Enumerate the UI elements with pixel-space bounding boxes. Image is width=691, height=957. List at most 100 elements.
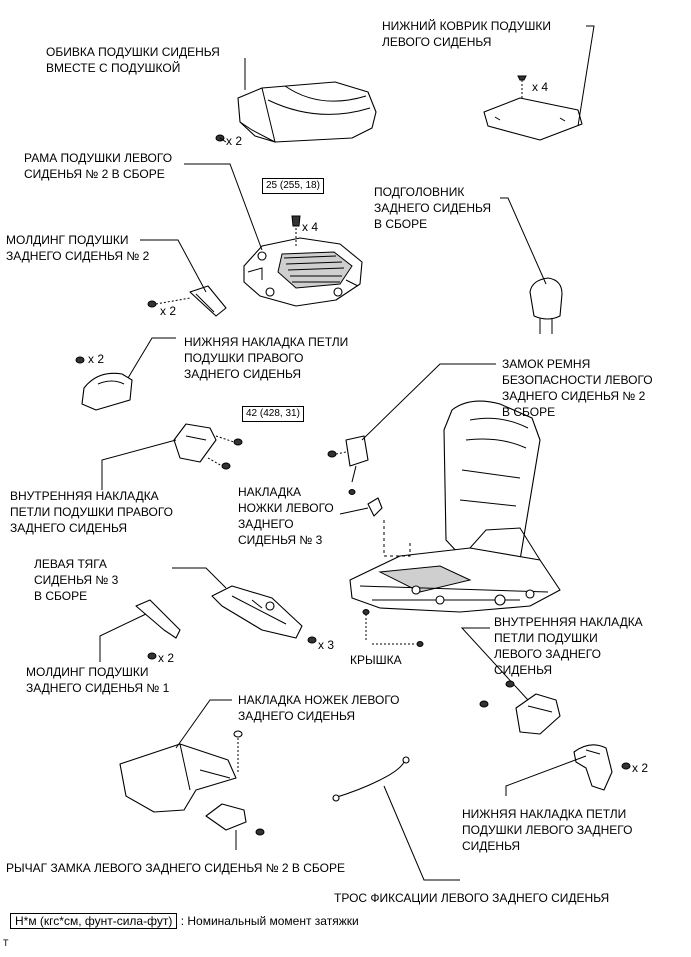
bolt-lock-lever <box>255 828 265 836</box>
headrest-text: ПОДГОЛОВНИК ЗАДНЕГО СИДЕНЬЯ В СБОРЕ <box>374 185 492 231</box>
label-lower-hinge-left: НИЖНЯЯ НАКЛАДКА ПЕТЛИ ПОДУШКИ ЛЕВОГО ЗАД… <box>462 806 632 854</box>
label-lock-lever: РЫЧАГ ЗАМКА ЛЕВОГО ЗАДНЕГО СИДЕНЬЯ № 2 В… <box>6 860 345 876</box>
lower-hinge-cover-right-part <box>81 372 133 411</box>
legend: Н*м (кгс*см, фунт-сила-фут) : Номинальны… <box>10 913 359 929</box>
label-cover: КРЫШКА <box>350 652 402 668</box>
headrest-part <box>529 277 563 334</box>
leg-cover-left-part <box>119 743 237 813</box>
clip-lower-hinge-left <box>621 762 631 770</box>
figure-code: T <box>3 938 9 948</box>
dash-buckle <box>335 451 347 455</box>
leader-molding-1 <box>99 613 147 662</box>
label-cushion-frame: РАМА ПОДУШКИ ЛЕВОГО СИДЕНЬЯ № 2 В СБОРЕ <box>24 150 172 182</box>
leg-cover-left-text: НАКЛАДКА НОЖЕК ЛЕВОГО ЗАДНЕГО СИДЕНЬЯ <box>238 693 400 723</box>
clip-lower-hinge-right <box>75 356 85 364</box>
seat-back-part <box>443 400 541 569</box>
inner-hinge-cover-left-part <box>515 693 561 735</box>
clip-cover-2 <box>416 641 424 647</box>
leader-lock-cable <box>383 785 460 881</box>
leg-cover-3-text: НАКЛАДКА НОЖКИ ЛЕВОГО ЗАДНЕГО СИДЕНЬЯ № … <box>238 485 334 547</box>
molding-2-part <box>189 285 227 317</box>
label-molding-2: МОЛДИНГ ПОДУШКИ ЗАДНЕГО СИДЕНЬЯ № 2 <box>6 232 149 264</box>
clip-inner-right-2 <box>221 462 231 470</box>
clip-inner-left-2 <box>505 680 515 688</box>
lock-cable-text: ТРОС ФИКСАЦИИ ЛЕВОГО ЗАДНЕГО СИДЕНЬЯ <box>334 891 610 905</box>
lock-lever-part <box>205 803 247 831</box>
lower-mat-part <box>483 97 583 141</box>
qty-cushion-frame: x 4 <box>302 220 319 234</box>
torque-buckle-bolt: 42 (428, 31) <box>242 406 304 422</box>
label-headrest: ПОДГОЛОВНИК ЗАДНЕГО СИДЕНЬЯ В СБОРЕ <box>374 184 491 232</box>
leader-leg-cover-left <box>175 699 232 749</box>
legend-description: : Номинальный момент затяжки <box>180 914 359 928</box>
qty-molding-1: x 2 <box>158 651 175 665</box>
label-seatbelt-buckle: ЗАМОК РЕМНЯ БЕЗОПАСНОСТИ ЛЕВОГО ЗАДНЕГО … <box>502 356 653 420</box>
qty-molding-2: x 2 <box>160 304 177 318</box>
label-leg-cover-left: НАКЛАДКА НОЖЕК ЛЕВОГО ЗАДНЕГО СИДЕНЬЯ <box>238 692 400 724</box>
qty-lower-mat: x 4 <box>532 80 549 94</box>
clip-cushion-cover <box>215 134 227 143</box>
dash-molding-2 <box>155 297 191 305</box>
molding-1-part <box>135 599 181 639</box>
label-lock-cable: ТРОС ФИКСАЦИИ ЛЕВОГО ЗАДНЕГО СИДЕНЬЯ <box>334 890 609 906</box>
leader-lower-hinge-left <box>505 755 587 796</box>
clip-inner-right-1 <box>233 438 243 446</box>
clip-molding-2 <box>147 300 157 308</box>
cushion-cover-part <box>237 81 377 143</box>
lower-mat-text: НИЖНИЙ КОВРИК ПОДУШКИ ЛЕВОГО СИДЕНЬЯ <box>382 19 551 49</box>
leg-cover-3-part <box>367 497 383 517</box>
leader-inner-hinge-left <box>460 627 529 701</box>
inner-hinge-left-text: ВНУТРЕННЯЯ НАКЛАДКА ПЕТЛИ ПОДУШКИ ЛЕВОГО… <box>494 615 643 677</box>
qty-cushion-cover: x 2 <box>226 134 243 148</box>
molding-2-text: МОЛДИНГ ПОДУШКИ ЗАДНЕГО СИДЕНЬЯ № 2 <box>6 233 150 263</box>
inner-hinge-right-text: ВНУТРЕННЯЯ НАКЛАДКА ПЕТЛИ ПОДУШКИ ПРАВОГ… <box>10 489 173 535</box>
inner-hinge-cover-right-part <box>173 423 217 463</box>
cushion-frame-text: РАМА ПОДУШКИ ЛЕВОГО СИДЕНЬЯ № 2 В СБОРЕ <box>24 151 173 181</box>
label-lower-hinge-right: НИЖНЯЯ НАКЛАДКА ПЕТЛИ ПОДУШКИ ПРАВОГО ЗА… <box>184 334 348 382</box>
molding-1-text: МОЛДИНГ ПОДУШКИ ЗАДНЕГО СИДЕНЬЯ № 1 <box>26 665 170 695</box>
label-molding-1: МОЛДИНГ ПОДУШКИ ЗАДНЕГО СИДЕНЬЯ № 1 <box>26 664 169 696</box>
lower-hinge-cover-left-part <box>573 744 613 791</box>
clip-lower-mat <box>517 75 527 100</box>
leader-lower-hinge-right <box>127 337 176 379</box>
leader-molding-2 <box>140 239 207 293</box>
bolt-buckle <box>327 450 337 458</box>
leader-lower-mat <box>577 25 595 127</box>
label-inner-hinge-left: ВНУТРЕННЯЯ НАКЛАДКА ПЕТЛИ ПОДУШКИ ЛЕВОГО… <box>494 614 643 678</box>
label-inner-hinge-right: ВНУТРЕННЯЯ НАКЛАДКА ПЕТЛИ ПОДУШКИ ПРАВОГ… <box>10 488 173 536</box>
clip-leg-cover-left <box>233 730 243 738</box>
seatbelt-buckle-part <box>345 435 369 483</box>
qty-lower-hinge-right: x 2 <box>88 352 105 366</box>
dash-inner-right <box>207 435 235 467</box>
dash-leg-cover <box>383 520 411 557</box>
lower-hinge-right-text: НИЖНЯЯ НАКЛАДКА ПЕТЛИ ПОДУШКИ ПРАВОГО ЗА… <box>184 335 349 381</box>
clip-leg-cover-3 <box>348 489 356 495</box>
lower-hinge-left-text: НИЖНЯЯ НАКЛАДКА ПЕТЛИ ПОДУШКИ ЛЕВОГО ЗАД… <box>462 807 633 853</box>
leader-cushion-frame <box>184 163 263 251</box>
leader-left-link <box>172 567 227 589</box>
seatbelt-buckle-text: ЗАМОК РЕМНЯ БЕЗОПАСНОСТИ ЛЕВОГО ЗАДНЕГО … <box>502 357 653 419</box>
left-link-3-text: ЛЕВАЯ ТЯГА СИДЕНЬЯ № 3 В СБОРЕ <box>34 557 119 603</box>
label-cushion-cover: ОБИВКА ПОДУШКИ СИДЕНЬЯ ВМЕСТЕ С ПОДУШКОЙ <box>46 44 220 76</box>
torque-frame-bolt: 25 (255, 18) <box>262 178 324 194</box>
lock-lever-text: РЫЧАГ ЗАМКА ЛЕВОГО ЗАДНЕГО СИДЕНЬЯ № 2 В… <box>6 861 346 875</box>
left-link-3-part <box>211 585 303 639</box>
leader-seatbelt <box>361 363 496 441</box>
clip-inner-left-1 <box>479 700 489 708</box>
clip-molding-1 <box>147 652 157 660</box>
cushion-cover-text: ОБИВКА ПОДУШКИ СИДЕНЬЯ ВМЕСТЕ С ПОДУШКОЙ <box>46 45 220 75</box>
qty-lower-hinge-left: x 2 <box>632 761 649 775</box>
bolt-frame <box>291 215 301 227</box>
leader-headrest <box>500 197 547 285</box>
cushion-frame-part <box>243 237 363 307</box>
clip-cover-1 <box>362 609 370 615</box>
legend-unit-box: Н*м (кгс*см, фунт-сила-фут) <box>10 913 178 929</box>
seat-frame-part <box>349 527 561 613</box>
leader-inner-hinge-right <box>101 439 177 490</box>
label-left-link-3: ЛЕВАЯ ТЯГА СИДЕНЬЯ № 3 В СБОРЕ <box>34 556 118 604</box>
cover-text: КРЫШКА <box>350 653 402 667</box>
leader-leg-cover-3 <box>339 507 369 515</box>
label-lower-mat: НИЖНИЙ КОВРИК ПОДУШКИ ЛЕВОГО СИДЕНЬЯ <box>382 18 551 50</box>
